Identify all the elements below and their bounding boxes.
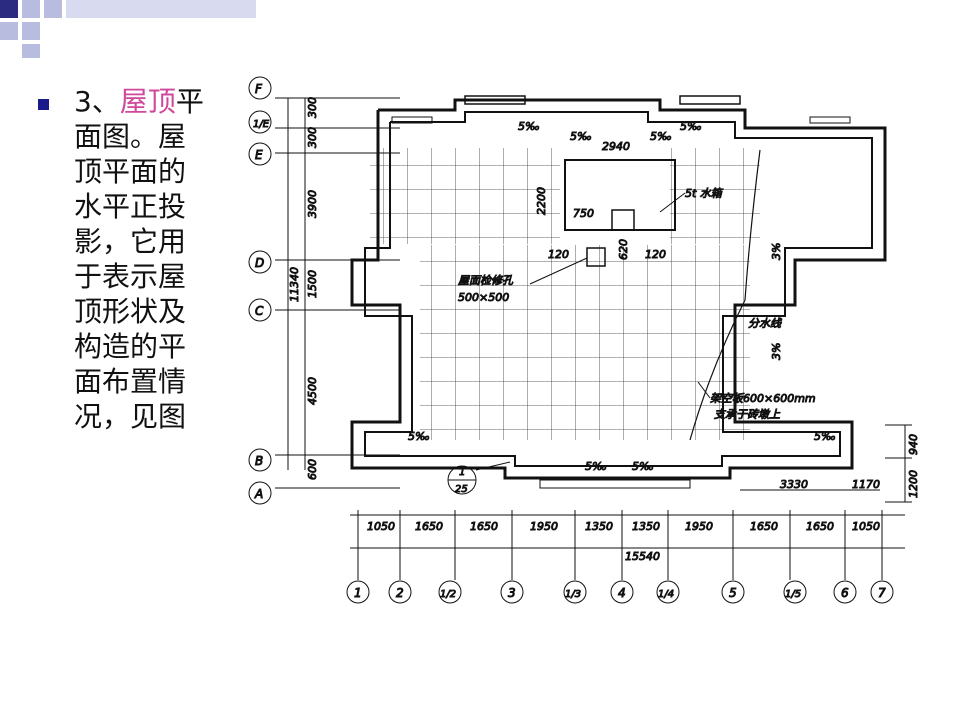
axis-bubble-E: E (248, 142, 272, 166)
dim-2940: 2940 (602, 140, 630, 153)
axis-label-1: 1 (354, 586, 362, 600)
axis-bubble-7: 7 (870, 580, 894, 604)
axis-bubble-1E: 1/E (248, 110, 272, 134)
dim-1170: 1170 (852, 478, 880, 491)
axis-bubble-2: 2 (388, 580, 412, 604)
dim-bottom-4: 1950 (530, 520, 558, 533)
axis-label-6: 6 (841, 586, 849, 600)
dim-left-1500: 1500 (306, 270, 319, 298)
slope-tank-right: 5‰ (650, 130, 672, 143)
axis-bubble-1-5: 1/5 (783, 580, 807, 604)
axis-bubble-6: 6 (833, 580, 857, 604)
dim-bottom-8: 1650 (750, 520, 778, 533)
slope-3pct-top: 3% (770, 243, 783, 260)
dim-bottom-10: 1050 (852, 520, 880, 533)
label-divide-line: 分水线 (748, 317, 782, 330)
roof-outline (350, 98, 887, 480)
axis-bubble-1-4: 1/4 (656, 580, 680, 604)
axis-bubble-C: C (248, 298, 272, 322)
dim-bottom-9: 1650 (806, 520, 834, 533)
tile-grid-main (420, 245, 750, 440)
dim-left-11340: 11340 (288, 267, 301, 302)
slope-top-right: 5‰ (680, 120, 702, 133)
axis-label-3: 3 (508, 586, 516, 600)
dim-total: 15540 (625, 550, 660, 563)
axis-label-D: D (255, 256, 264, 270)
axis-label-1-4: 1/4 (658, 589, 674, 600)
slope-bottom-right: 5‰ (814, 430, 836, 443)
axis-bubble-3: 3 (500, 580, 524, 604)
axis-label-1-3: 1/3 (565, 589, 581, 600)
heading-highlight: 屋顶 (119, 85, 176, 118)
label-slab: 架空板600×600mm (710, 392, 816, 405)
heading-prefix: 3、 (74, 85, 120, 118)
divide-line (689, 149, 761, 441)
detail-callout: 1 25 (447, 461, 511, 496)
dim-left-300b: 300 (306, 127, 319, 148)
axis-label-5: 5 (729, 586, 737, 600)
axis-bubble-1: 1 (346, 580, 370, 604)
slope-bottom-center-right: 5‰ (632, 460, 654, 473)
axis-bubble-5: 5 (721, 580, 745, 604)
dim-3330: 3330 (780, 478, 808, 491)
dim-bottom-2: 1650 (415, 520, 443, 533)
slope-bottom-left: 5‰ (408, 430, 430, 443)
dim-120-right: 120 (645, 248, 666, 261)
bullet-square (38, 99, 49, 110)
axis-label-1E: 1/E (253, 119, 270, 130)
axis-label-7: 7 (878, 586, 886, 600)
tile-grid-top-right (670, 148, 760, 244)
dim-120-left: 120 (548, 248, 569, 261)
slide-body-text: 3、屋顶平面图。屋顶平面的水平正投影，它用于表示屋顶形状及构造的平面布置情况，见… (74, 84, 204, 434)
detail-number: 1 (459, 467, 465, 478)
axis-bubble-D: D (248, 250, 272, 274)
dim-bottom-1: 1050 (367, 520, 395, 533)
slope-bottom-center-left: 5‰ (585, 460, 607, 473)
axis-label-1-5: 1/5 (785, 589, 801, 600)
roof-hatch (586, 247, 606, 267)
roof-inner-outline (364, 111, 873, 467)
dim-bottom-5: 1350 (585, 520, 613, 533)
dim-left-4500: 4500 (306, 377, 319, 405)
axis-bubble-4: 4 (610, 580, 634, 604)
axis-bubble-1-3: 1/3 (563, 580, 587, 604)
axis-label-A: A (254, 487, 263, 501)
dim-right-940: 940 (907, 434, 920, 455)
dim-bottom-6: 1350 (632, 520, 660, 533)
axis-bubble-1-2: 1/2 (438, 580, 462, 604)
axis-bubble-F: F (248, 76, 272, 100)
dim-bottom-7: 1950 (685, 520, 713, 533)
axis-label-C: C (255, 304, 264, 318)
dim-750: 750 (573, 207, 594, 220)
dim-right-1200: 1200 (907, 470, 920, 498)
slope-top-left: 5‰ (518, 120, 540, 133)
corner-decoration (0, 0, 256, 58)
dim-left-600: 600 (306, 459, 319, 480)
label-hatch: 屋面检修孔 (458, 274, 514, 287)
dim-620: 620 (617, 239, 630, 260)
dim-2200: 2200 (535, 187, 548, 215)
label-slab-support: 支承于砖墩上 (714, 408, 781, 421)
tile-grid-top-left (370, 148, 560, 244)
slope-3pct-bottom: 3% (770, 343, 783, 360)
label-hatch-size: 500×500 (458, 291, 509, 304)
axis-label-4: 4 (618, 586, 626, 600)
axis-label-2: 2 (396, 586, 404, 600)
axis-label-E: E (255, 148, 263, 162)
detail-sheet: 25 (455, 484, 468, 495)
body-text: 平面图。屋顶平面的水平正投影，它用于表示屋顶形状及构造的平面布置情况，见图 (74, 85, 204, 433)
label-water-tank: 5t 水箱 (685, 187, 724, 200)
dim-left-3900: 3900 (306, 190, 319, 218)
dim-left-300a: 300 (306, 97, 319, 118)
slope-tank-left: 5‰ (570, 130, 592, 143)
dim-bottom-3: 1650 (470, 520, 498, 533)
axis-bubble-B: B (248, 448, 272, 472)
axis-label-B: B (255, 454, 263, 468)
axis-label-F: F (255, 82, 263, 96)
axis-label-1-2: 1/2 (440, 589, 456, 600)
axis-bubble-A: A (248, 481, 272, 505)
roof-plan-drawing: F 1/E E D C B A 1 2 1/2 3 1/3 4 1/4 5 1/… (248, 76, 920, 604)
